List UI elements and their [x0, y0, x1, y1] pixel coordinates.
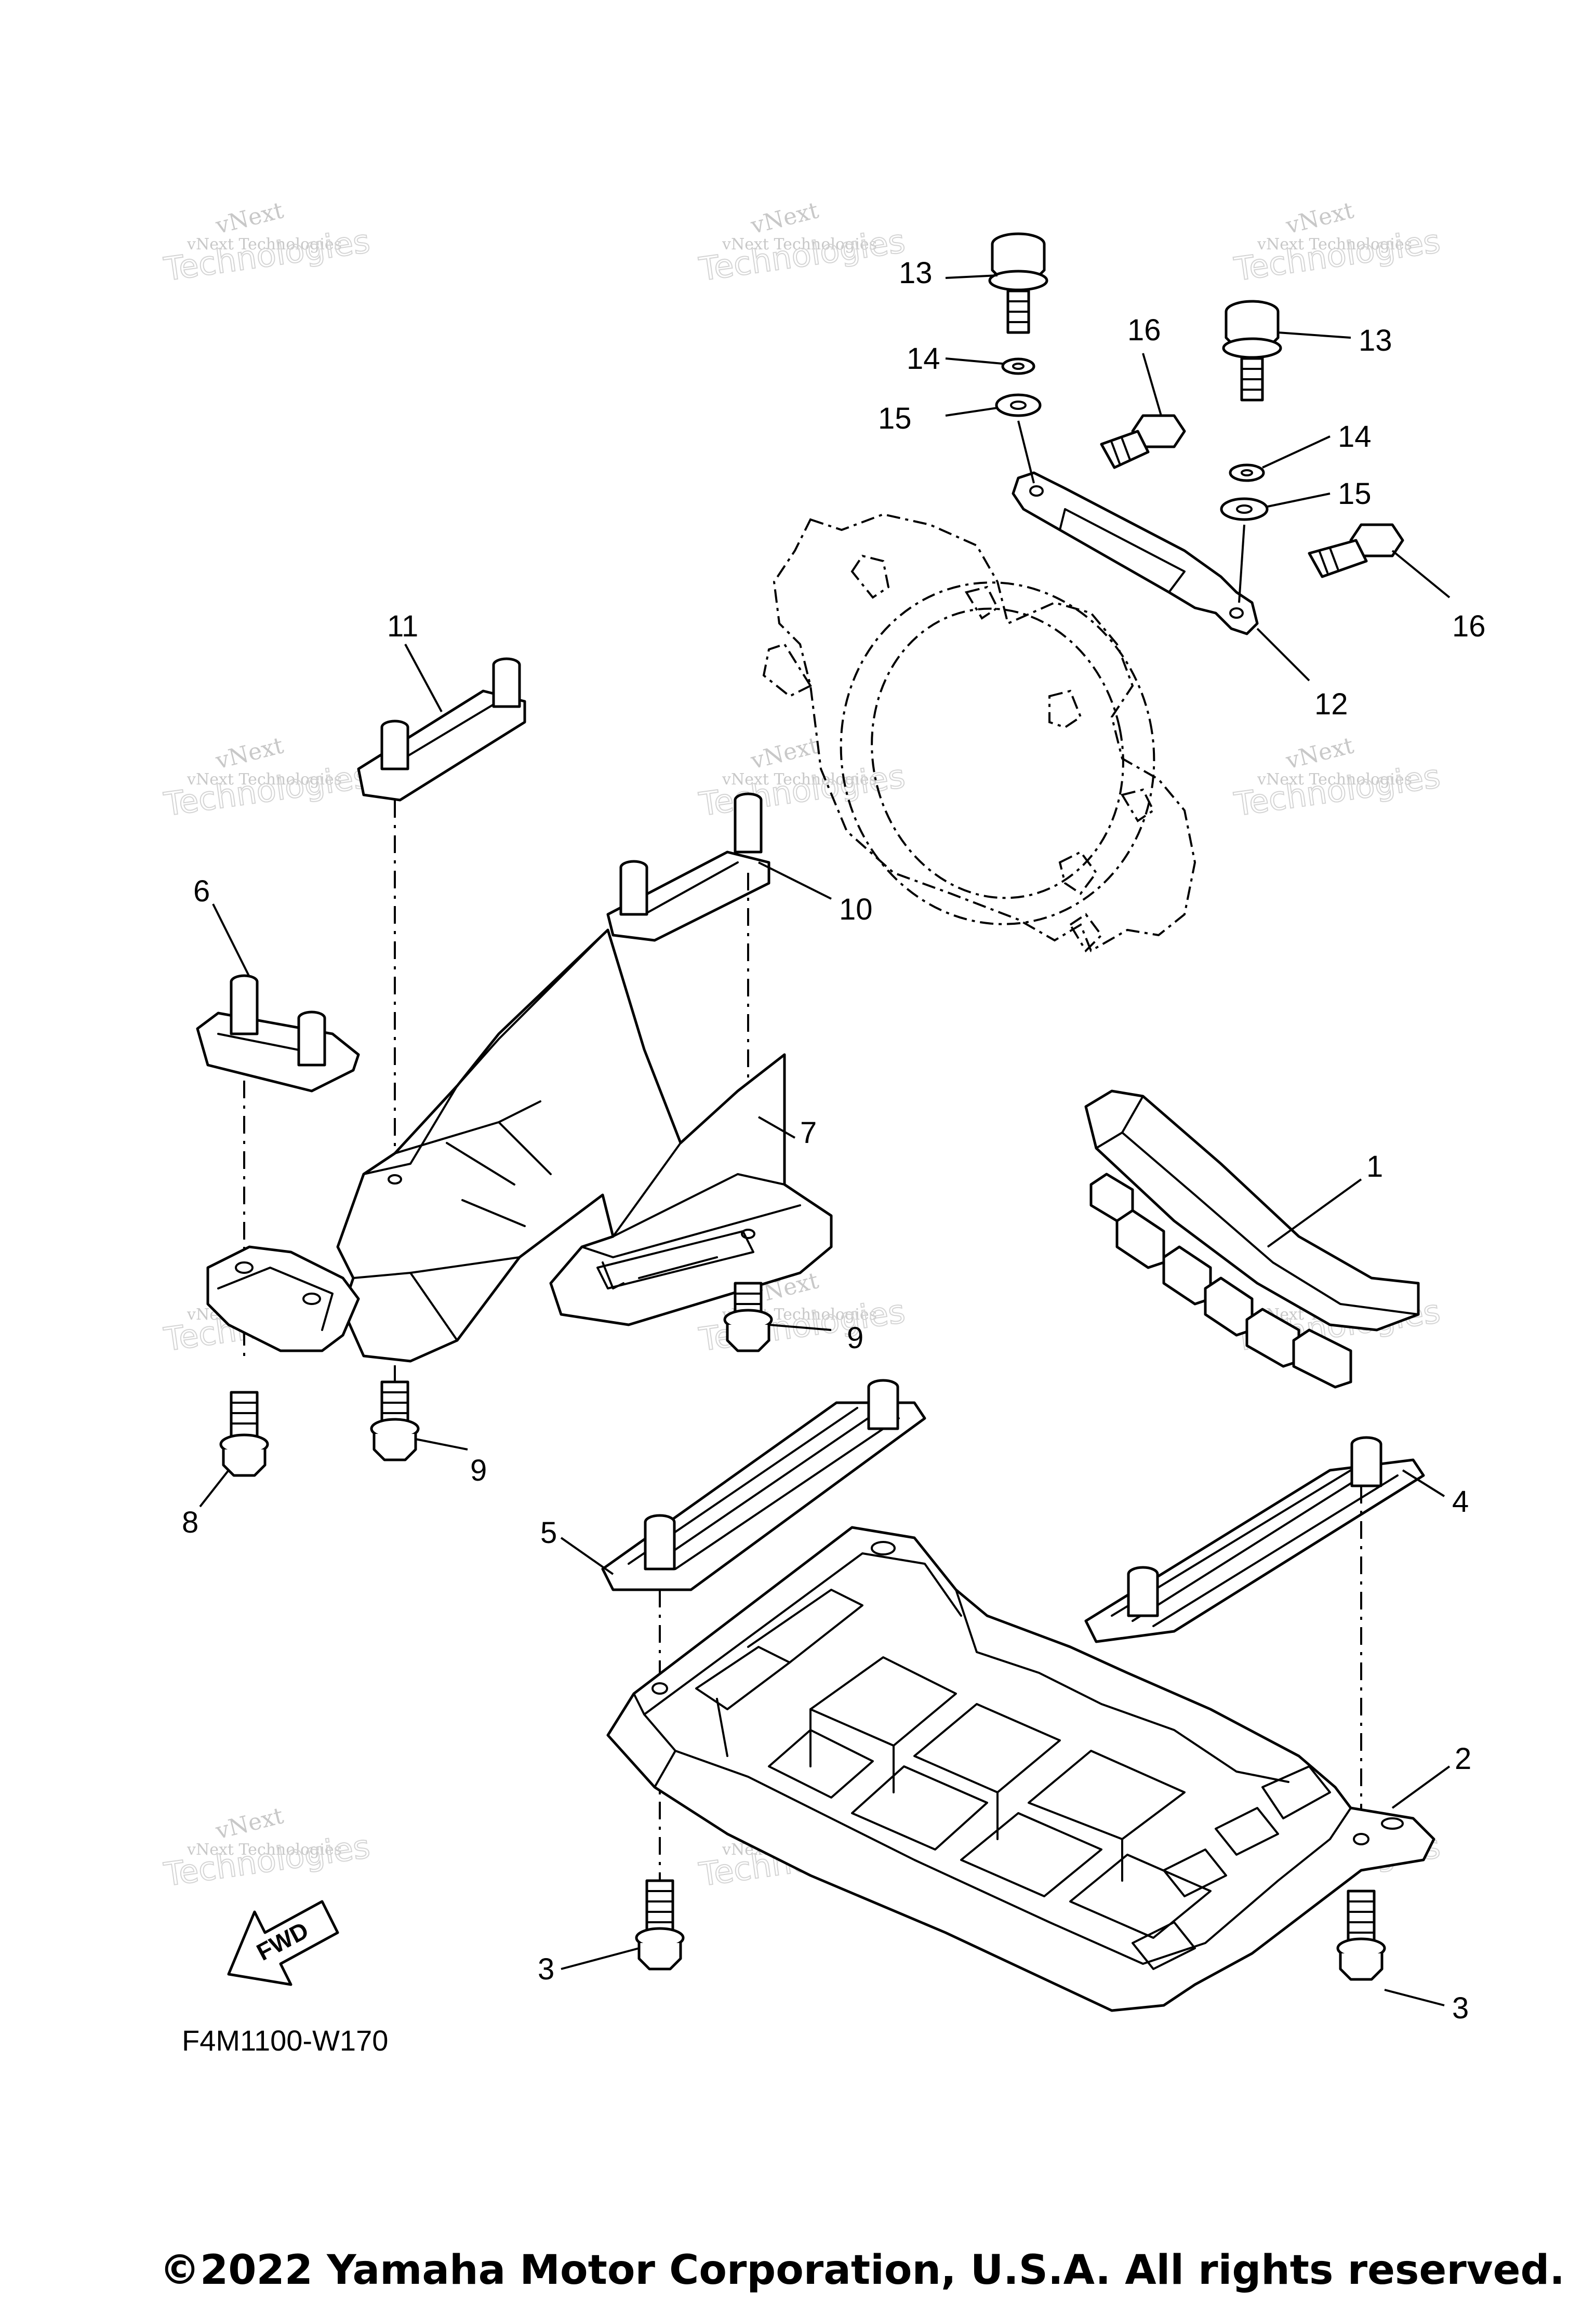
- part-4-mount-rail: [1084, 1436, 1425, 1643]
- svg-text:vNext: vNext: [748, 732, 821, 775]
- drawing-code: F4M1100-W170: [182, 2024, 389, 2057]
- callout-4: 4: [1452, 1485, 1469, 1519]
- part-11-mount-pad: [357, 657, 526, 802]
- callout-14-left: 14: [907, 342, 940, 376]
- svg-text:vNext Technologies: vNext Technologies: [187, 1841, 342, 1859]
- part-13-bolt-left: [988, 232, 1048, 334]
- part-9-bolt-lower: [370, 1380, 420, 1461]
- part-3-bolt-right: [1336, 1890, 1386, 1981]
- callout-10: 10: [839, 893, 873, 926]
- svg-text:Technologies: Technologies: [1232, 222, 1443, 288]
- part-16-bolt-right: [1308, 523, 1404, 578]
- callout-8: 8: [182, 1506, 198, 1539]
- svg-text:vNext: vNext: [212, 197, 286, 240]
- watermark: vNext vNext Technologies Technologies: [161, 1802, 373, 1894]
- part-15-washer-right: [1220, 497, 1269, 521]
- svg-text:vNext: vNext: [212, 1802, 286, 1845]
- part-8-bolt: [219, 1391, 269, 1477]
- part-14-washer-left: [1001, 357, 1035, 375]
- watermark: vNext vNext Technologies Technologies: [1231, 732, 1443, 824]
- axis-line: [1238, 524, 1245, 603]
- svg-text:Technologies: Technologies: [1232, 757, 1443, 823]
- part-9-bolt-upper: [723, 1282, 773, 1352]
- part-14-washer-right: [1229, 463, 1265, 482]
- svg-text:Technologies: Technologies: [697, 222, 908, 288]
- engine-mount-bracket-phantom: [762, 513, 1196, 953]
- part-8-lower-mount: [206, 1245, 360, 1352]
- callout-16-right: 16: [1452, 609, 1486, 643]
- callout-9-lower: 9: [470, 1454, 487, 1487]
- svg-text:vNext: vNext: [748, 197, 821, 240]
- callout-14-right: 14: [1338, 420, 1372, 454]
- svg-text:vNext: vNext: [1283, 732, 1356, 775]
- part-6-mount-pad: [196, 974, 360, 1093]
- part-16-bolt-left: [1100, 414, 1186, 469]
- svg-text:Technologies: Technologies: [162, 1827, 373, 1894]
- svg-text:vNext Technologies: vNext Technologies: [1257, 770, 1412, 789]
- axis-line: [1017, 420, 1035, 484]
- callout-13-right: 13: [1359, 324, 1392, 357]
- callout-5: 5: [540, 1516, 557, 1550]
- part-1-rubber-strip: [1084, 1089, 1420, 1389]
- svg-text:vNext: vNext: [1283, 197, 1356, 240]
- leader-lines: [199, 274, 1451, 2006]
- svg-text:vNext: vNext: [212, 732, 286, 775]
- callout-6: 6: [193, 874, 210, 908]
- watermark: vNext vNext Technologies Technologies: [161, 732, 373, 824]
- callout-1: 1: [1366, 1150, 1383, 1183]
- svg-text:vNext Technologies: vNext Technologies: [187, 235, 342, 254]
- part-10-mount-pad: [606, 792, 770, 942]
- callout-16-left: 16: [1127, 313, 1161, 347]
- callouts: 1 2 3 3 4 5 6 7 8 9 9 10 11 12 13 13 14 …: [182, 256, 1486, 2025]
- callout-2: 2: [1455, 1742, 1471, 1776]
- svg-text:vNext Technologies: vNext Technologies: [1257, 235, 1412, 254]
- svg-text:vNext Technologies: vNext Technologies: [187, 770, 342, 789]
- callout-3-left: 3: [538, 1952, 554, 1986]
- callout-12: 12: [1314, 687, 1348, 721]
- svg-text:Technologies: Technologies: [162, 757, 373, 823]
- part-2-engine-bed: [606, 1526, 1435, 2012]
- part-12-bracket-strap: [1012, 471, 1259, 635]
- callout-13-left: 13: [899, 256, 933, 290]
- part-3-bolt-left: [635, 1879, 685, 1971]
- callout-9-upper: 9: [847, 1321, 863, 1355]
- watermark: vNext vNext Technologies Technologies: [696, 197, 908, 289]
- fwd-arrow-icon: FWD: [227, 1900, 339, 1986]
- svg-text:vNext Technologies: vNext Technologies: [722, 770, 877, 789]
- watermark: vNext vNext Technologies Technologies: [1231, 197, 1443, 289]
- part-13-bolt-right: [1222, 300, 1282, 402]
- callout-11: 11: [387, 609, 418, 643]
- watermark: vNext vNext Technologies Technologies: [161, 197, 373, 289]
- callout-15-left: 15: [878, 402, 912, 435]
- copyright-notice: ©2022 Yamaha Motor Corporation, U.S.A. A…: [159, 2247, 1565, 2294]
- part-15-washer-left: [995, 393, 1042, 417]
- callout-3-right: 3: [1452, 1991, 1469, 2025]
- part-7-engine-mount: [336, 928, 833, 1363]
- part-5-mount-rail: [601, 1379, 926, 1591]
- callout-7: 7: [800, 1116, 817, 1150]
- svg-text:Technologies: Technologies: [162, 222, 373, 288]
- svg-text:Technologies: Technologies: [697, 757, 908, 823]
- svg-text:vNext Technologies: vNext Technologies: [722, 235, 877, 254]
- callout-15-right: 15: [1338, 477, 1372, 511]
